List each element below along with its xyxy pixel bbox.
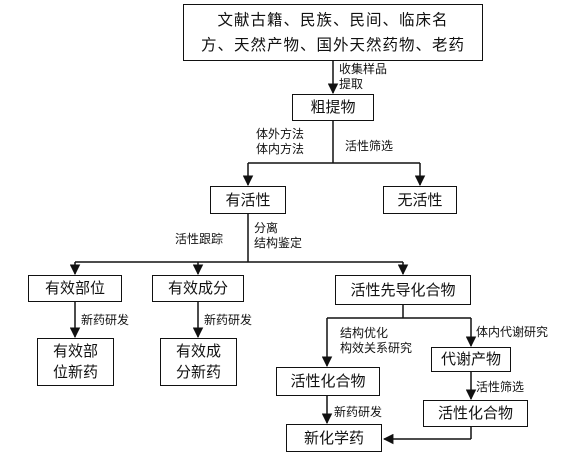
- structure-opt-label: 结构优化 构效关系研究: [340, 326, 412, 356]
- new-drug-dev-label-3: 新药研发: [334, 405, 382, 420]
- crude-extract-box: 粗提物: [292, 94, 374, 121]
- activity-screen-2-text: 活性筛选: [476, 380, 525, 394]
- in-vivo-metabolism-label: 体内代谢研究: [476, 325, 548, 340]
- part-new-drug-line-2: 位新药: [52, 363, 98, 381]
- activity-tracking-text: 活性跟踪: [175, 232, 224, 246]
- active-box: 有活性: [210, 186, 286, 214]
- new-drug-dev-text-2: 新药研发: [204, 313, 253, 327]
- activity-screen-2-label: 活性筛选: [476, 380, 524, 395]
- new-drug-dev-text-1: 新药研发: [81, 313, 130, 327]
- active-compound-right-label: 活性化合物: [437, 404, 513, 422]
- methods-label: 体外方法 体内方法: [256, 127, 304, 157]
- in-vivo-metabolism-text: 体内代谢研究: [476, 325, 549, 339]
- separation-label: 分离 结构鉴定: [254, 221, 302, 251]
- new-drug-dev-label-2: 新药研发: [204, 313, 252, 328]
- structure-opt-line-2: 构效关系研究: [340, 341, 413, 355]
- collect-label: 收集样品 提取: [339, 62, 387, 92]
- lead-compound-label: 活性先导化合物: [350, 280, 456, 299]
- effective-component-box: 有效成分: [152, 275, 244, 302]
- activity-screen-text: 活性筛选: [345, 139, 394, 153]
- sources-box: 文献古籍、民族、民间、临床名 方、天然产物、国外天然药物、老药: [183, 4, 483, 61]
- activity-tracking-label: 活性跟踪: [175, 232, 223, 247]
- structure-opt-line-1: 结构优化: [340, 326, 389, 340]
- effective-part-label: 有效部位: [44, 279, 105, 297]
- collect-line-1: 收集样品: [339, 62, 388, 76]
- methods-line-1: 体外方法: [256, 127, 305, 141]
- active-label: 有活性: [225, 190, 271, 209]
- crude-extract-label: 粗提物: [310, 98, 356, 116]
- metabolite-box: 代谢产物: [431, 347, 511, 372]
- component-new-drug-box: 有效成 分新药: [160, 338, 237, 386]
- methods-line-2: 体内方法: [256, 142, 305, 156]
- separation-line-1: 分离: [254, 221, 279, 235]
- metabolite-label: 代谢产物: [440, 350, 501, 368]
- part-new-drug-box: 有效部 位新药: [37, 338, 114, 386]
- active-compound-left-label: 活性化合物: [290, 372, 366, 390]
- component-new-drug-line-2: 分新药: [175, 363, 221, 381]
- lead-compound-box: 活性先导化合物: [335, 275, 471, 305]
- separation-line-2: 结构鉴定: [254, 236, 303, 250]
- inactive-box: 无活性: [383, 186, 457, 214]
- active-compound-left-box: 活性化合物: [276, 367, 380, 396]
- sources-line-2: 方、天然产物、国外天然药物、老药: [200, 35, 465, 54]
- part-new-drug-line-1: 有效部: [52, 342, 98, 360]
- new-drug-dev-label-1: 新药研发: [81, 313, 129, 328]
- new-chemical-drug-box: 新化学药: [286, 424, 382, 452]
- new-chemical-drug-label: 新化学药: [303, 428, 364, 447]
- active-compound-right-box: 活性化合物: [423, 400, 528, 427]
- effective-part-box: 有效部位: [28, 275, 122, 302]
- effective-component-label: 有效成分: [167, 279, 228, 297]
- sources-line-1: 文献古籍、民族、民间、临床名: [217, 10, 449, 29]
- inactive-label: 无活性: [397, 190, 443, 209]
- component-new-drug-line-1: 有效成: [175, 342, 221, 360]
- activity-screen-label: 活性筛选: [345, 139, 393, 154]
- new-drug-dev-text-3: 新药研发: [334, 405, 383, 419]
- collect-line-2: 提取: [339, 77, 364, 91]
